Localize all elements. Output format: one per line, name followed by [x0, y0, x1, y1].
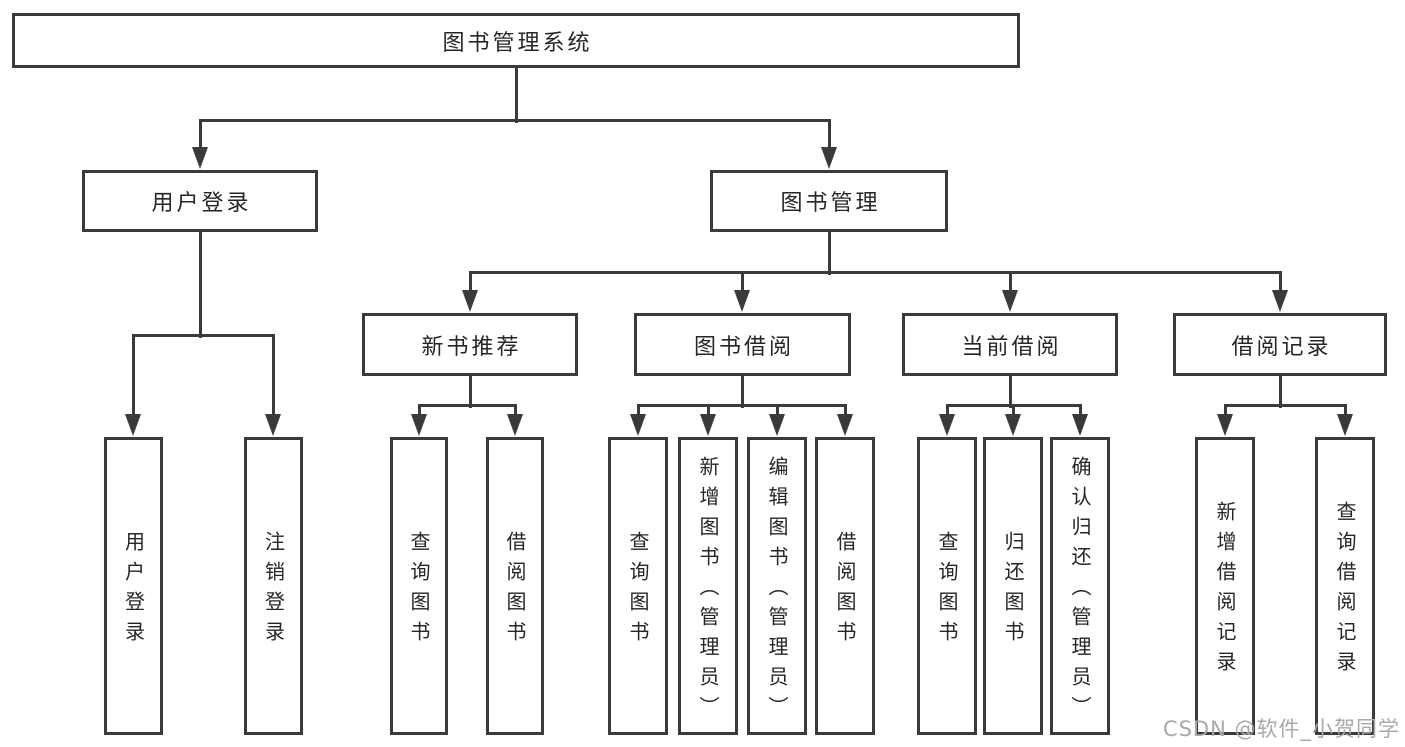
connector-drop-book-management-to-children-3: [1278, 272, 1282, 294]
connector-stem-current-borrowing-to-children: [1008, 376, 1012, 408]
connector-stem-book-management-to-children: [827, 232, 831, 275]
connector-drop-book-borrowing-to-children-0: [636, 405, 640, 418]
node-label-current-borrowing: 当前借阅: [961, 334, 1062, 360]
connector-drop-user-login-to-children-0: [131, 335, 135, 418]
node-label-query-books-current: 查询图书: [935, 531, 959, 651]
node-borrowing-records: 借阅记录: [1173, 313, 1387, 376]
arrow-down-icon-borrowing-records-to-children-0: [1217, 414, 1233, 436]
node-add-books-admin: 新增图书（管理员）: [678, 437, 738, 735]
node-label-logout-leaf: 注销登录: [261, 531, 286, 651]
arrow-down-icon-root-to-level1-0: [192, 147, 208, 169]
connector-drop-new-book-recommend-to-children-0: [417, 405, 421, 418]
arrow-down-icon-current-borrowing-to-children-1: [1005, 414, 1021, 436]
connector-drop-current-borrowing-to-children-2: [1078, 405, 1082, 418]
connector-drop-new-book-recommend-to-children-1: [513, 405, 517, 418]
connector-stem-user-login-to-children: [198, 232, 202, 338]
node-label-add-books-admin: 新增图书（管理员）: [696, 456, 720, 726]
arrow-down-icon-new-book-recommend-to-children-1: [507, 414, 523, 436]
connector-drop-book-borrowing-to-children-3: [843, 405, 847, 418]
connector-stem-root-to-level1: [514, 68, 518, 123]
node-return-books: 归还图书: [983, 437, 1043, 735]
arrow-down-icon-current-borrowing-to-children-0: [939, 414, 955, 436]
arrow-down-icon-root-to-level1-1: [821, 147, 837, 169]
node-label-library-management-system: 图书管理系统: [442, 30, 593, 56]
connector-rail-user-login-to-children: [131, 333, 275, 337]
node-label-book-borrowing: 图书借阅: [693, 334, 794, 360]
connector-drop-book-borrowing-to-children-1: [706, 405, 710, 418]
node-label-add-borrow-record: 新增借阅记录: [1213, 501, 1237, 681]
connector-drop-current-borrowing-to-children-0: [945, 405, 949, 418]
node-user-login-leaf: 用户登录: [104, 437, 163, 735]
connector-rail-borrowing-records-to-children: [1223, 403, 1347, 407]
node-label-user-login-leaf: 用户登录: [121, 531, 146, 651]
node-label-return-books: 归还图书: [1001, 531, 1025, 651]
node-label-book-management: 图书管理: [780, 191, 881, 216]
node-book-borrowing: 图书借阅: [634, 313, 851, 376]
node-current-borrowing: 当前借阅: [902, 313, 1118, 376]
connector-rail-root-to-level1: [198, 118, 831, 122]
connector-drop-book-management-to-children-0: [468, 272, 472, 294]
node-new-book-recommend: 新书推荐: [362, 313, 578, 376]
arrow-down-icon-book-management-to-children-1: [734, 290, 750, 312]
node-label-query-borrow-record: 查询借阅记录: [1333, 501, 1357, 681]
connector-rail-book-management-to-children: [468, 270, 1282, 274]
node-query-books-recommend: 查询图书: [390, 437, 448, 735]
arrow-down-icon-current-borrowing-to-children-2: [1072, 414, 1088, 436]
arrow-down-icon-book-management-to-children-3: [1272, 290, 1288, 312]
arrow-down-icon-borrowing-records-to-children-1: [1337, 414, 1353, 436]
node-book-management: 图书管理: [710, 170, 948, 232]
connector-drop-user-login-to-children-1: [271, 335, 275, 418]
node-label-user-login: 用户登录: [151, 191, 252, 216]
connector-stem-book-borrowing-to-children: [740, 376, 744, 408]
node-user-login: 用户登录: [82, 170, 318, 232]
node-borrow-books-borrowing: 借阅图书: [815, 437, 875, 735]
node-label-borrow-books-borrowing: 借阅图书: [833, 531, 857, 651]
connector-drop-book-management-to-children-1: [740, 272, 744, 294]
node-label-query-books-recommend: 查询图书: [407, 531, 431, 651]
arrow-down-icon-book-management-to-children-0: [462, 290, 478, 312]
arrow-down-icon-user-login-to-children-0: [125, 414, 141, 436]
arrow-down-icon-user-login-to-children-1: [265, 414, 281, 436]
arrow-down-icon-book-borrowing-to-children-2: [769, 414, 785, 436]
node-label-new-book-recommend: 新书推荐: [421, 334, 522, 360]
node-library-management-system: 图书管理系统: [12, 13, 1020, 68]
connector-drop-current-borrowing-to-children-1: [1011, 405, 1015, 418]
connector-rail-new-book-recommend-to-children: [417, 403, 517, 407]
node-confirm-return-admin: 确认归还（管理员）: [1050, 437, 1110, 735]
node-query-borrow-record: 查询借阅记录: [1315, 437, 1375, 735]
arrow-down-icon-book-borrowing-to-children-0: [630, 414, 646, 436]
arrow-down-icon-book-borrowing-to-children-1: [700, 414, 716, 436]
connector-stem-new-book-recommend-to-children: [468, 376, 472, 408]
node-label-borrow-books-recommend: 借阅图书: [503, 531, 527, 651]
node-borrow-books-recommend: 借阅图书: [486, 437, 544, 735]
node-query-books-current: 查询图书: [917, 437, 977, 735]
node-logout-leaf: 注销登录: [244, 437, 303, 735]
connector-stem-borrowing-records-to-children: [1278, 376, 1282, 408]
node-label-query-books-borrowing: 查询图书: [626, 531, 650, 651]
node-label-confirm-return-admin: 确认归还（管理员）: [1068, 456, 1092, 726]
node-label-edit-books-admin: 编辑图书（管理员）: [765, 456, 789, 726]
connector-drop-book-management-to-children-2: [1008, 272, 1012, 294]
connector-drop-root-to-level1-0: [198, 120, 202, 151]
arrow-down-icon-book-borrowing-to-children-3: [837, 414, 853, 436]
arrow-down-icon-book-management-to-children-2: [1002, 290, 1018, 312]
node-query-books-borrowing: 查询图书: [608, 437, 668, 735]
node-edit-books-admin: 编辑图书（管理员）: [747, 437, 807, 735]
connector-drop-book-borrowing-to-children-2: [775, 405, 779, 418]
arrow-down-icon-new-book-recommend-to-children-0: [411, 414, 427, 436]
node-add-borrow-record: 新增借阅记录: [1195, 437, 1255, 735]
connector-drop-root-to-level1-1: [827, 120, 831, 151]
node-label-borrowing-records: 借阅记录: [1231, 334, 1332, 360]
connector-rail-book-borrowing-to-children: [636, 403, 847, 407]
connector-drop-borrowing-records-to-children-1: [1343, 405, 1347, 418]
connector-drop-borrowing-records-to-children-0: [1223, 405, 1227, 418]
